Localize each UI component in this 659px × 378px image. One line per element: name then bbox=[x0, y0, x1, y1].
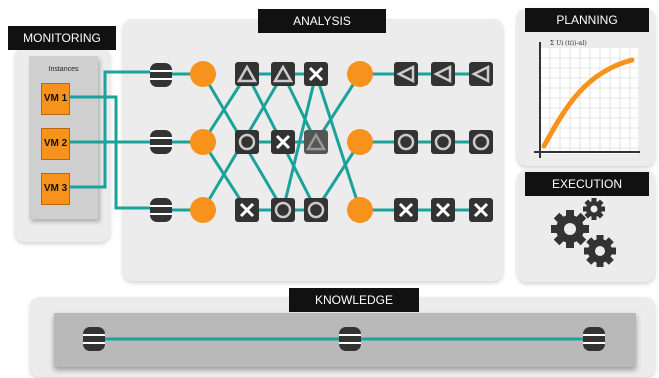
cross-7 bbox=[281, 73, 318, 211]
circle-icon bbox=[394, 130, 418, 154]
cross-icon bbox=[271, 130, 295, 154]
triangle-icon bbox=[235, 62, 259, 86]
left-triangle-icon bbox=[394, 62, 418, 86]
cross-8 bbox=[314, 73, 362, 211]
orange-node bbox=[347, 61, 373, 87]
circle-icon bbox=[235, 130, 259, 154]
gear-icon bbox=[551, 198, 616, 267]
circle-icon bbox=[304, 198, 328, 222]
triangle-icon bbox=[271, 62, 295, 86]
vm-label-3: VM 3 bbox=[43, 183, 68, 194]
knowledge-label: KNOWLEDGE bbox=[289, 288, 419, 312]
database-icon bbox=[150, 198, 172, 222]
cross-icon bbox=[431, 198, 455, 222]
orange-node bbox=[347, 129, 373, 155]
cross-icon bbox=[394, 198, 418, 222]
orange-node bbox=[190, 129, 216, 155]
circle-icon bbox=[469, 130, 493, 154]
database-icon bbox=[583, 327, 605, 351]
monitoring-label: MONITORING bbox=[8, 26, 116, 50]
vm-label-2: VM 2 bbox=[43, 138, 68, 149]
database-icon bbox=[339, 327, 361, 351]
vm-box-2: VM 2 bbox=[41, 128, 70, 160]
cross-icon bbox=[304, 62, 328, 86]
planning-formula: Σ Ui (t(i)-αl) bbox=[550, 40, 587, 47]
orange-node bbox=[190, 197, 216, 223]
cross-icon bbox=[469, 198, 493, 222]
analysis-label: ANALYSIS bbox=[258, 9, 386, 33]
execution-label: EXECUTION bbox=[525, 172, 649, 196]
vm1-connector bbox=[69, 95, 160, 210]
orange-node bbox=[347, 197, 373, 223]
orange-node bbox=[190, 61, 216, 87]
database-icon bbox=[150, 130, 172, 154]
planning-chart bbox=[534, 42, 640, 158]
database-icon bbox=[83, 327, 105, 351]
vm-box-1: VM 1 bbox=[41, 83, 70, 115]
cross-icon bbox=[235, 198, 259, 222]
left-triangle-icon bbox=[469, 62, 493, 86]
database-icon bbox=[150, 63, 172, 87]
planning-label: PLANNING bbox=[525, 8, 649, 32]
vm3-connector bbox=[69, 70, 160, 189]
circle-icon bbox=[271, 198, 295, 222]
vm-box-3: VM 3 bbox=[41, 173, 70, 205]
circle-icon bbox=[431, 130, 455, 154]
vm-label-1: VM 1 bbox=[43, 93, 68, 104]
instances-title: Instances bbox=[48, 66, 79, 73]
left-triangle-icon bbox=[431, 62, 455, 86]
triangle-icon bbox=[304, 130, 328, 154]
